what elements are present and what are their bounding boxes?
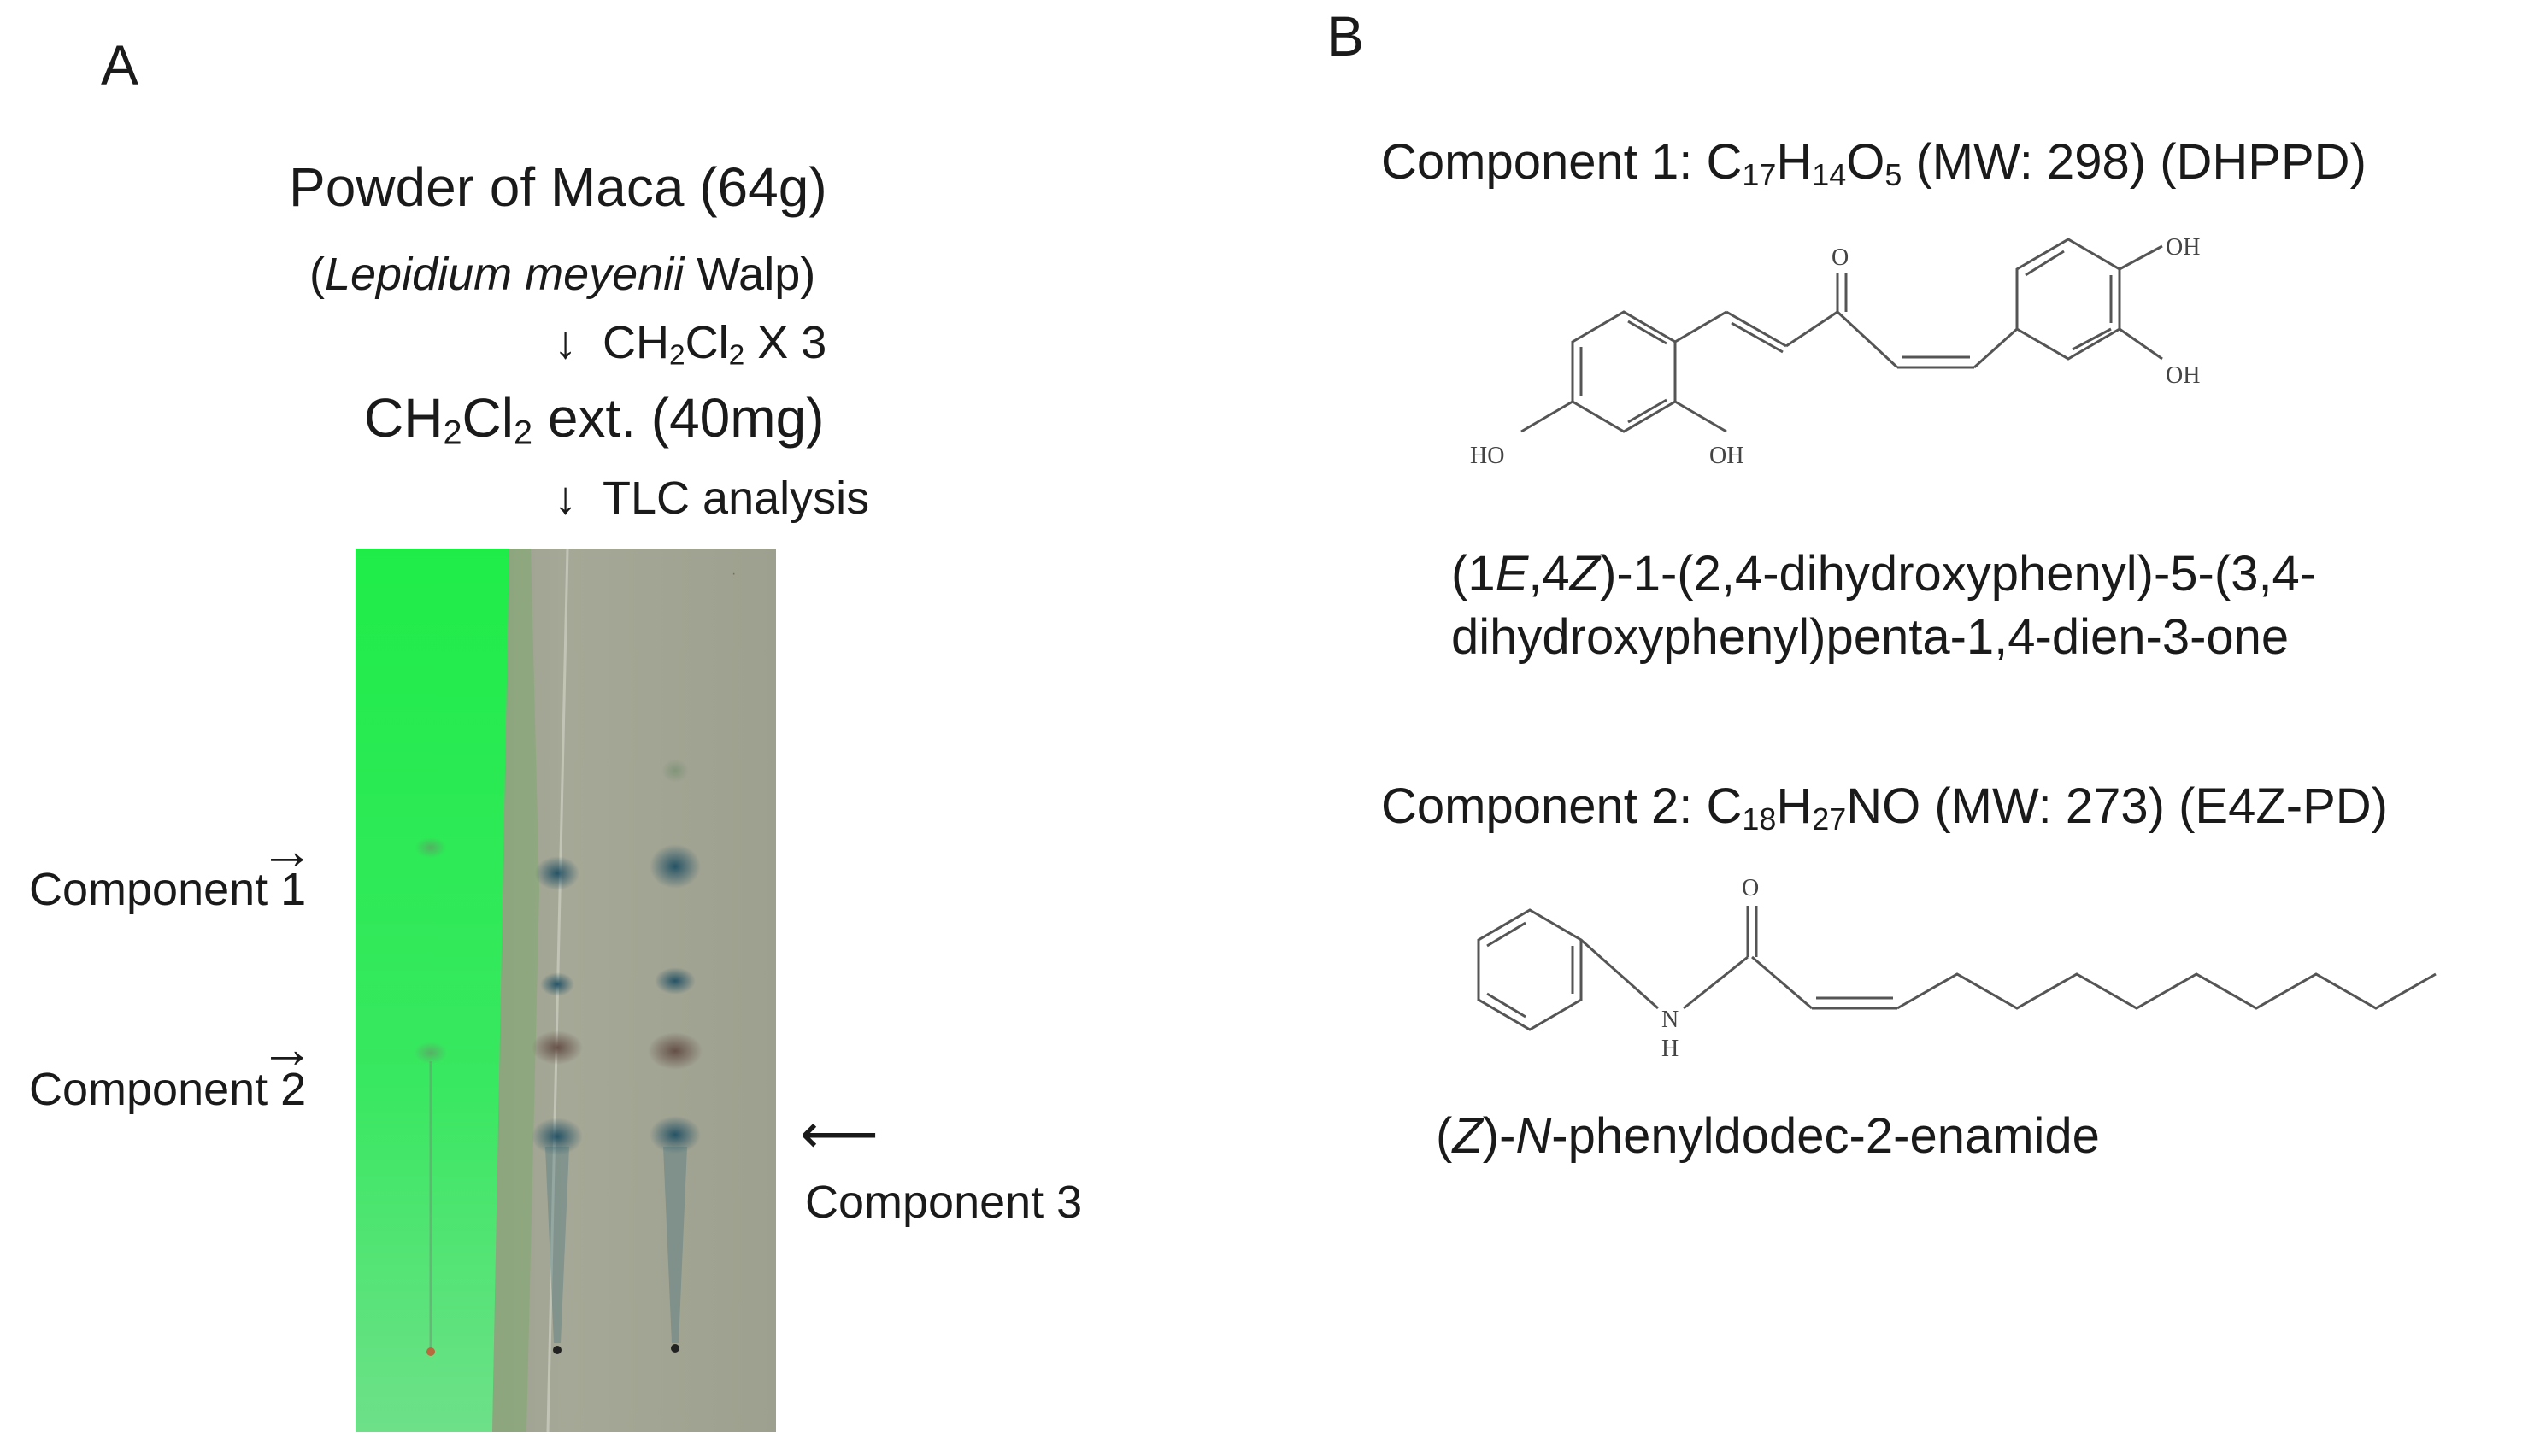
tlc-plate-image: · [356, 548, 776, 1433]
component-1-formula: Component 1: C17H14O5 (MW: 298) (DHPPD) [1381, 134, 2367, 192]
down-arrow-icon: ↓ [554, 317, 577, 368]
component-2-formula: Component 2: C18H27NO (MW: 273) (E4Z-PD) [1381, 778, 2388, 837]
component-1-iupac-name-line-1: (1E,4Z)-1-(2,4-dihydroxyphenyl)-5-(3,4- [1451, 546, 2317, 602]
component-2-arrow-icon: → [260, 1018, 315, 1079]
hydroxyl-atom-label: OH [1709, 443, 1743, 469]
e4z-pd-structure-diagram: O N H [1477, 875, 2437, 1062]
carbonyl-oxygen-atom: O [1832, 244, 1849, 271]
component-2-iupac-name: (Z)-N-phenyldodec-2-enamide [1436, 1108, 2100, 1164]
component-2-label: Component 2 [29, 1064, 307, 1115]
component-3-arrow-icon: ⟵ [800, 1103, 879, 1165]
hydrogen-atom-label: H [1661, 1036, 1679, 1062]
component-3-label: Component 3 [805, 1177, 1083, 1228]
component-1-iupac-name-line-2: dihydroxyphenyl)penta-1,4-dien-3-one [1451, 609, 2290, 665]
component-1-arrow-icon: → [260, 819, 315, 881]
down-arrow-icon: ↓ [554, 473, 577, 524]
hydroxyl-atom-label: HO [1470, 443, 1504, 469]
flow-title: Powder of Maca (64g) [289, 156, 827, 218]
carbonyl-oxygen-atom: O [1742, 875, 1759, 901]
component-1-label: Component 1 [29, 864, 307, 915]
hydroxyl-atom-label: OH [2166, 234, 2200, 261]
svg-text:·: · [732, 567, 736, 581]
extraction-step: ↓ CH2Cl2 X 3 [554, 317, 827, 372]
hydroxyl-atom-label: OH [2166, 362, 2200, 389]
extract-label: CH2Cl2 ext. (40mg) [364, 387, 825, 452]
tlc-step: ↓ TLC analysis [554, 473, 870, 524]
panel-a-label: A [101, 33, 139, 97]
panel-b-label: B [1326, 4, 1365, 68]
species-name: (Lepidium meyenii Walp) [309, 249, 816, 300]
dhppd-structure-diagram: O OH OH HO OH [1470, 234, 2200, 469]
nitrogen-atom-label: N [1661, 1007, 1679, 1033]
